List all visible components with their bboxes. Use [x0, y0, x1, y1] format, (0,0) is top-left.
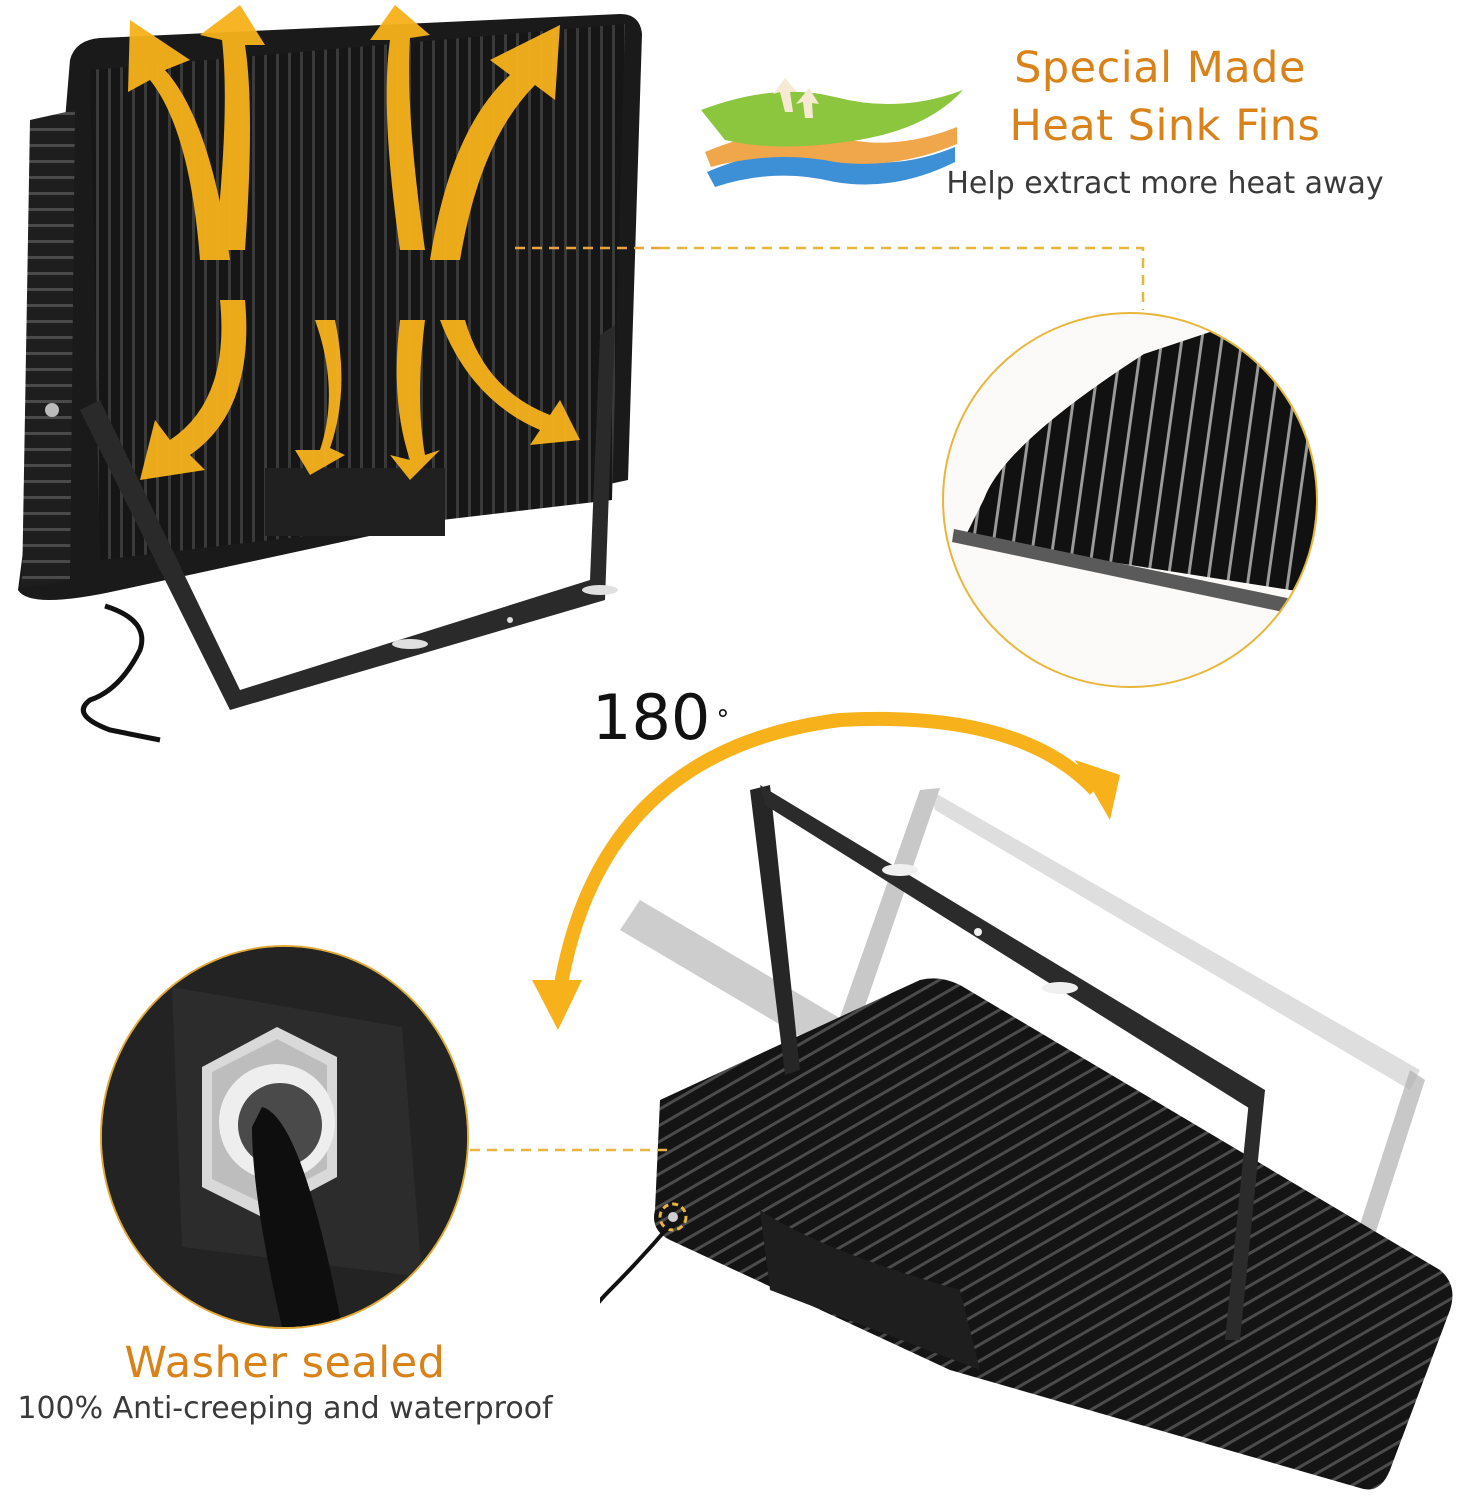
washer-callout-leader-line [470, 1148, 670, 1152]
curved-double-arrow-icon [532, 711, 1120, 1030]
washer-subtitle: 100% Anti-creeping and waterproof [17, 1391, 553, 1426]
floodlight-bracket-image [600, 770, 1459, 1500]
rotation-angle-value: 180 [592, 681, 711, 754]
heatsink-title-line2: Heat Sink Fins [1009, 101, 1321, 151]
washer-title: Washer sealed [124, 1338, 446, 1388]
rotation-angle-unit: ° [716, 705, 730, 735]
washer-closeup-circle [100, 945, 469, 1329]
heatsink-title-line1: Special Made [1014, 43, 1306, 93]
heatsink-closeup-circle [942, 312, 1318, 688]
floodlight-back-image [0, 0, 660, 760]
cable-gland-closeup [102, 947, 467, 1327]
heatsink-subtitle: Help extract more heat away [946, 166, 1384, 201]
heatsink-callout-leader-line [660, 246, 1145, 310]
floodlight-bracket-illustration [600, 785, 1453, 1490]
layered-material-airflow-icon [695, 62, 970, 222]
heatsink-fins-closeup [952, 314, 1316, 619]
floodlight-back-illustration [18, 5, 660, 743]
rotation-angle-label: 180° [592, 680, 729, 756]
